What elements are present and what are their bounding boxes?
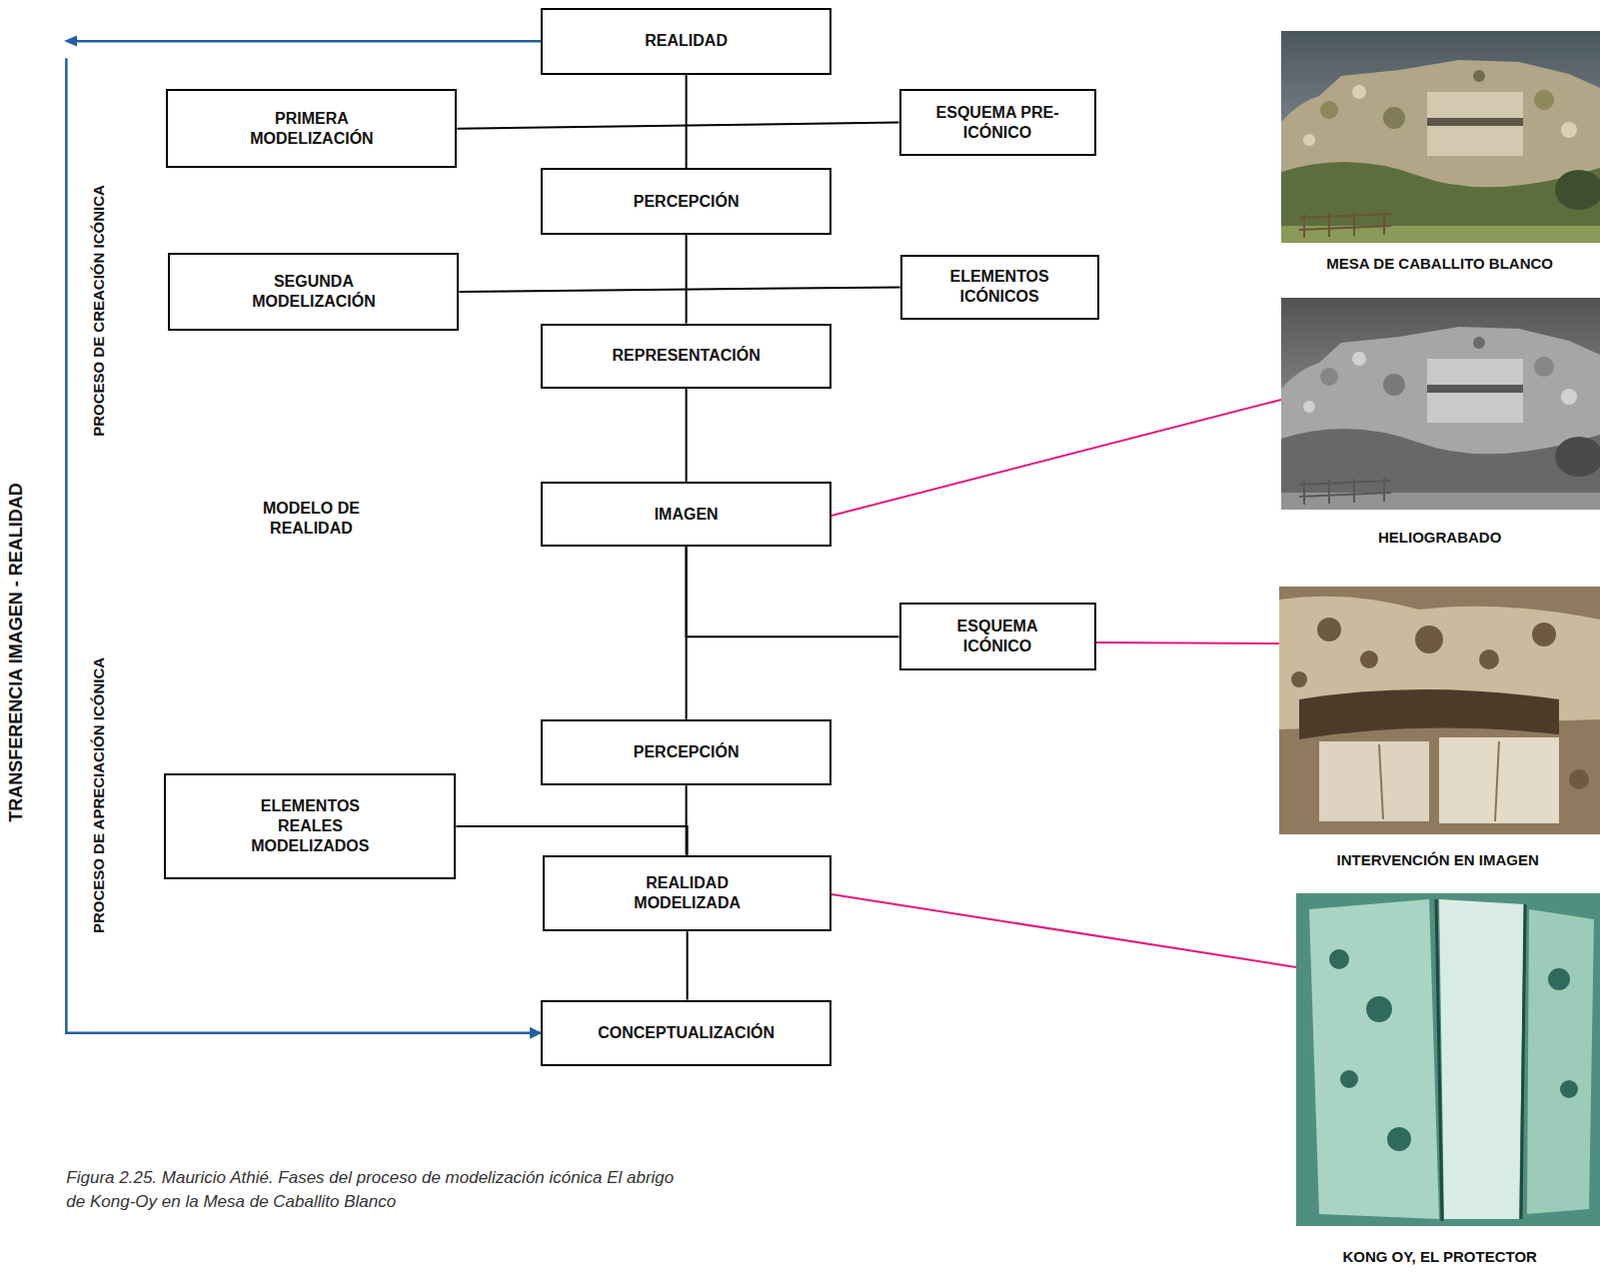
leader-line xyxy=(831,399,1297,968)
box-text: ELEMENTOS REALES MODELIZADOS xyxy=(243,796,377,857)
landscape-photo xyxy=(1281,30,1600,243)
process-box: CONCEPTUALIZACIÓN xyxy=(540,1000,832,1067)
box-text: REPRESENTACIÓN xyxy=(612,345,761,366)
connector-line xyxy=(456,122,899,129)
box-text: PERCEPCIÓN xyxy=(633,742,740,763)
schema-box: ESQUEMA PRE-ICÓNICO xyxy=(899,88,1097,156)
photo-caption: INTERVENCIÓN EN IMAGEN xyxy=(1337,850,1540,870)
process-box: PERCEPCIÓN xyxy=(540,167,832,234)
box-text: ESQUEMA ICÓNICO xyxy=(931,616,1065,657)
box-text: PERCEPCIÓN xyxy=(633,191,740,212)
axis-label: TRANSFERENCIA IMAGEN - REALIDAD xyxy=(4,483,28,823)
process-box: REALIDAD xyxy=(540,7,832,74)
box-text: IMAGEN xyxy=(654,504,719,525)
connector-line xyxy=(686,546,900,637)
model-box: PRIMERA MODELIZACIÓN xyxy=(165,88,457,169)
box-text: REALIDAD MODELIZADA xyxy=(615,873,759,914)
photo-caption: MESA DE CABALLITO BLANCO xyxy=(1326,254,1554,274)
process-box: REPRESENTACIÓN xyxy=(540,323,832,389)
box-text: ELEMENTOS ICÓNICOS xyxy=(933,266,1067,307)
process-box: REALIDAD MODELIZADA xyxy=(542,855,832,933)
connector-line xyxy=(685,74,688,169)
model-box: ELEMENTOS REALES MODELIZADOS xyxy=(163,773,456,880)
connector-line xyxy=(455,826,687,856)
arrow-head xyxy=(63,35,77,47)
box-text: REALIDAD xyxy=(644,30,728,51)
connector-line xyxy=(458,286,900,292)
box-text: PRIMERA MODELIZACIÓN xyxy=(234,108,388,149)
process-box: IMAGEN xyxy=(540,481,832,547)
group-label: MODELO DE REALIDAD xyxy=(244,498,378,539)
process-label: PROCESO DE APRECIACIÓN ICÓNICA xyxy=(89,657,109,934)
heliogravure-photo xyxy=(1281,297,1600,510)
transfer-arrow xyxy=(65,40,541,1033)
connector-line xyxy=(685,234,688,324)
model-box: SEGUNDA MODELIZACIÓN xyxy=(167,252,459,331)
intervened-photo xyxy=(1279,586,1600,835)
box-text: CONCEPTUALIZACIÓN xyxy=(597,1023,775,1044)
photo-caption: KONG OY, EL PROTECTOR xyxy=(1342,1248,1537,1268)
process-box: PERCEPCIÓN xyxy=(540,719,832,786)
photo-caption: HELIOGRABADO xyxy=(1378,528,1502,548)
box-text: ESQUEMA PRE-ICÓNICO xyxy=(931,102,1065,143)
connector-line xyxy=(686,931,689,1000)
figure-caption: Figura 2.25. Mauricio Athié. Fases del p… xyxy=(65,1166,674,1215)
kong-oy-photo xyxy=(1296,893,1600,1227)
schema-box: ELEMENTOS ICÓNICOS xyxy=(900,254,1100,319)
connector-line xyxy=(685,388,688,482)
process-label: PROCESO DE CREACIÓN ICÓNICA xyxy=(89,185,109,438)
box-text: SEGUNDA MODELIZACIÓN xyxy=(236,271,390,312)
schema-box: ESQUEMA ICÓNICO xyxy=(899,602,1097,670)
